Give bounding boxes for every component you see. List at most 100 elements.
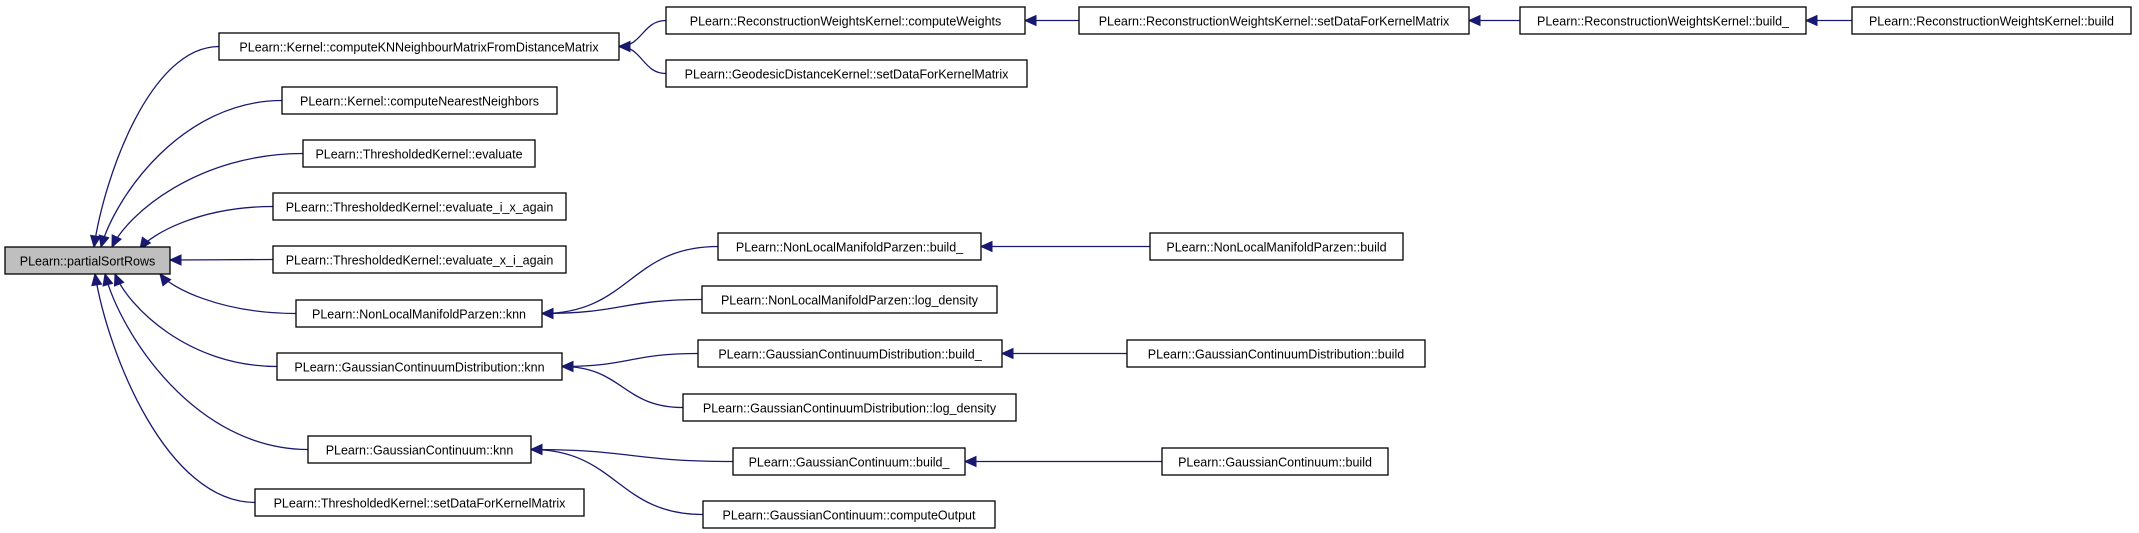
node-thr-set-data[interactable]: PLearn::ThresholdedKernel::setDataForKer…: [254, 488, 585, 517]
node-box[interactable]: [665, 59, 1028, 88]
node-box[interactable]: [732, 447, 966, 476]
edge-rw-build--to-rw-set-data: [1467, 14, 1520, 27]
edge-line: [114, 273, 278, 368]
node-label: PLearn::ReconstructionWeightsKernel::set…: [1099, 15, 1450, 29]
node-rw-compute-weights[interactable]: PLearn::ReconstructionWeightsKernel::com…: [665, 6, 1026, 35]
node-box[interactable]: [307, 435, 532, 464]
edge-line: [541, 298, 703, 315]
node-label: PLearn::GaussianContinuumDistribution::b…: [1148, 348, 1404, 362]
node-box[interactable]: [682, 393, 1017, 422]
edge-thr-eval-xi-to-partial-sort-rows: [168, 254, 274, 266]
node-box[interactable]: [702, 500, 996, 529]
node-label: PLearn::GaussianContinuum::computeOutput: [723, 509, 976, 523]
edge-line: [618, 45, 667, 75]
node-label: PLearn::GaussianContinuumDistribution::k…: [294, 361, 544, 375]
node-box[interactable]: [272, 245, 567, 274]
edge-gcd-log-density-to-gcd-knn: [560, 360, 684, 409]
node-box[interactable]: [717, 232, 982, 261]
node-box[interactable]: [302, 139, 536, 168]
edge-arrowhead: [102, 272, 114, 287]
node-compute-nearest-neighbors[interactable]: PLearn::Kernel::computeNearestNeighbors: [281, 86, 558, 115]
node-label: PLearn::NonLocalManifoldParzen::build_: [736, 241, 964, 255]
node-label: PLearn::GaussianContinuum::build_: [749, 456, 951, 470]
edge-gc-compute-output-to-gc-knn: [529, 443, 704, 516]
edge-line: [541, 245, 719, 315]
node-nlmp-build[interactable]: PLearn::NonLocalManifoldParzen::build: [1149, 232, 1404, 261]
node-partial-sort-rows[interactable]: PLearn::partialSortRows: [4, 246, 171, 275]
edge-line: [530, 448, 704, 516]
node-gc-build-[interactable]: PLearn::GaussianContinuum::build_: [732, 447, 966, 476]
edge-line: [561, 352, 699, 368]
node-box[interactable]: [701, 285, 998, 314]
edge-thr-eval-ix-to-partial-sort-rows: [139, 205, 274, 250]
node-box[interactable]: [254, 488, 585, 517]
node-label: PLearn::ThresholdedKernel::evaluate_x_i_…: [286, 254, 554, 268]
node-gc-knn[interactable]: PLearn::GaussianContinuum::knn: [307, 435, 532, 464]
edge-gc-build-to-gc-build-: [963, 455, 1163, 468]
node-nlmp-log-density[interactable]: PLearn::NonLocalManifoldParzen::log_dens…: [701, 285, 998, 314]
node-thr-eval-xi[interactable]: PLearn::ThresholdedKernel::evaluate_x_i_…: [272, 245, 567, 274]
node-compute-knn[interactable]: PLearn::Kernel::computeKNNeighbourMatrix…: [218, 32, 620, 61]
node-box[interactable]: [697, 339, 1003, 368]
node-thr-evaluate[interactable]: PLearn::ThresholdedKernel::evaluate: [302, 139, 536, 168]
edge-arrowhead: [111, 234, 123, 249]
node-gd-set-data[interactable]: PLearn::GeodesicDistanceKernel::setDataF…: [665, 59, 1028, 88]
node-label: PLearn::GaussianContinuumDistribution::b…: [718, 348, 982, 362]
node-gcd-build-[interactable]: PLearn::GaussianContinuumDistribution::b…: [697, 339, 1003, 368]
edge-arrowhead: [98, 234, 110, 249]
edge-line: [100, 99, 283, 248]
edge-arrowhead: [113, 272, 125, 287]
edge-gc-knn-to-partial-sort-rows: [102, 272, 309, 451]
node-rw-build-[interactable]: PLearn::ReconstructionWeightsKernel::bui…: [1519, 6, 1807, 35]
node-box[interactable]: [665, 6, 1026, 35]
node-box[interactable]: [1519, 6, 1807, 35]
edge-arrowhead: [168, 254, 182, 266]
node-box[interactable]: [281, 86, 558, 115]
node-box[interactable]: [1078, 6, 1470, 35]
edge-line: [94, 273, 256, 504]
edge-line: [93, 45, 220, 248]
node-label: PLearn::GaussianContinuumDistribution::l…: [703, 402, 997, 416]
node-rw-build[interactable]: PLearn::ReconstructionWeightsKernel::bui…: [1851, 6, 2132, 35]
node-gcd-log-density[interactable]: PLearn::GaussianContinuumDistribution::l…: [682, 393, 1017, 422]
edge-arrowhead: [540, 307, 554, 320]
node-box[interactable]: [272, 192, 567, 221]
node-box[interactable]: [4, 246, 171, 275]
node-label: PLearn::NonLocalManifoldParzen::log_dens…: [721, 294, 979, 308]
edge-arrowhead: [91, 272, 103, 287]
node-box[interactable]: [1126, 339, 1426, 368]
node-label: PLearn::NonLocalManifoldParzen::build: [1166, 241, 1386, 255]
edge-gcd-build-to-gcd-build-: [1000, 347, 1127, 360]
node-gc-build[interactable]: PLearn::GaussianContinuum::build: [1161, 447, 1389, 476]
node-label: PLearn::ThresholdedKernel::setDataForKer…: [274, 497, 567, 511]
edge-arrowhead: [963, 455, 977, 468]
node-label: PLearn::partialSortRows: [20, 255, 155, 269]
node-nlmp-knn[interactable]: PLearn::NonLocalManifoldParzen::knn: [295, 299, 543, 328]
node-rw-set-data[interactable]: PLearn::ReconstructionWeightsKernel::set…: [1078, 6, 1470, 35]
edge-line: [104, 273, 309, 451]
node-box[interactable]: [1161, 447, 1389, 476]
edges-layer: [89, 14, 1852, 516]
node-gc-compute-output[interactable]: PLearn::GaussianContinuum::computeOutput: [702, 500, 996, 529]
edge-line: [139, 205, 274, 250]
node-box[interactable]: [276, 352, 563, 381]
node-label: PLearn::ReconstructionWeightsKernel::com…: [690, 15, 1002, 29]
edge-compute-nearest-neighbors-to-partial-sort-rows: [98, 99, 283, 249]
node-nlmp-build-[interactable]: PLearn::NonLocalManifoldParzen::build_: [717, 232, 982, 261]
node-gcd-knn[interactable]: PLearn::GaussianContinuumDistribution::k…: [276, 352, 563, 381]
node-box[interactable]: [1149, 232, 1404, 261]
edge-arrowhead: [979, 240, 993, 253]
node-thr-eval-ix[interactable]: PLearn::ThresholdedKernel::evaluate_i_x_…: [272, 192, 567, 221]
node-gcd-build[interactable]: PLearn::GaussianContinuumDistribution::b…: [1126, 339, 1426, 368]
node-box[interactable]: [218, 32, 620, 61]
node-label: PLearn::GeodesicDistanceKernel::setDataF…: [685, 68, 1010, 82]
node-box[interactable]: [295, 299, 543, 328]
edge-gd-set-data-to-compute-knn: [617, 40, 667, 75]
edge-arrowhead: [1023, 14, 1037, 27]
edge-arrowhead: [1804, 14, 1818, 27]
edge-nlmp-knn-to-partial-sort-rows: [159, 273, 297, 315]
node-box[interactable]: [1851, 6, 2132, 35]
edge-arrowhead: [560, 360, 574, 373]
edge-line: [561, 365, 684, 409]
